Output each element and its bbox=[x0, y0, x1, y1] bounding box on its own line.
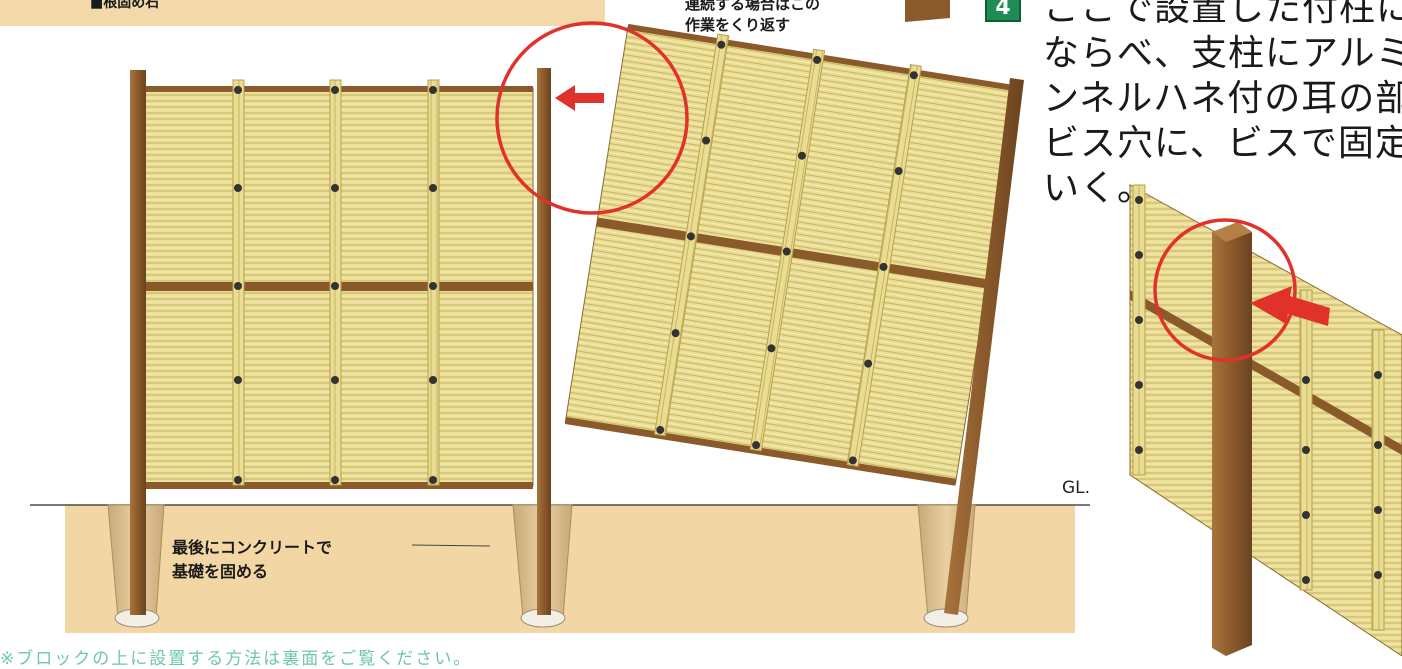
highlight-circle-left bbox=[495, 21, 689, 215]
arrow-left-icon bbox=[555, 85, 604, 111]
detail-post bbox=[1212, 222, 1252, 656]
ground-level-label: GL. bbox=[1062, 478, 1091, 498]
repeat-caption: 連続する場合はこの 作業をくり返す bbox=[685, 0, 821, 34]
arrow-right-detail-icon bbox=[1250, 286, 1330, 326]
post-block-top bbox=[905, 0, 950, 22]
post-left bbox=[130, 70, 146, 615]
concrete-leader-line bbox=[411, 544, 491, 547]
post-middle bbox=[537, 68, 551, 615]
post-right-leaning bbox=[944, 78, 1024, 615]
tilting-fence-panel bbox=[564, 23, 1019, 486]
footer-reference-note: ※ブロックの上に設置する方法は裏面をご覧ください。 bbox=[0, 649, 473, 669]
highlight-circle-right bbox=[1153, 218, 1297, 362]
header-label-box bbox=[0, 0, 605, 26]
installed-fence-panel bbox=[144, 79, 534, 489]
header-fragment-label: ■根固め石 bbox=[90, 0, 160, 11]
step-number-badge: 4 bbox=[985, 0, 1021, 22]
step-instruction-text: ここで設置した付柱に… ならべ、支柱にアルミチ ンネルハネ付の耳の部分 ビス穴に… bbox=[1043, 0, 1402, 209]
detail-illustration bbox=[1129, 184, 1402, 657]
concrete-foundation-note: 最後にコンクリートで 基礎を固める bbox=[172, 538, 333, 581]
